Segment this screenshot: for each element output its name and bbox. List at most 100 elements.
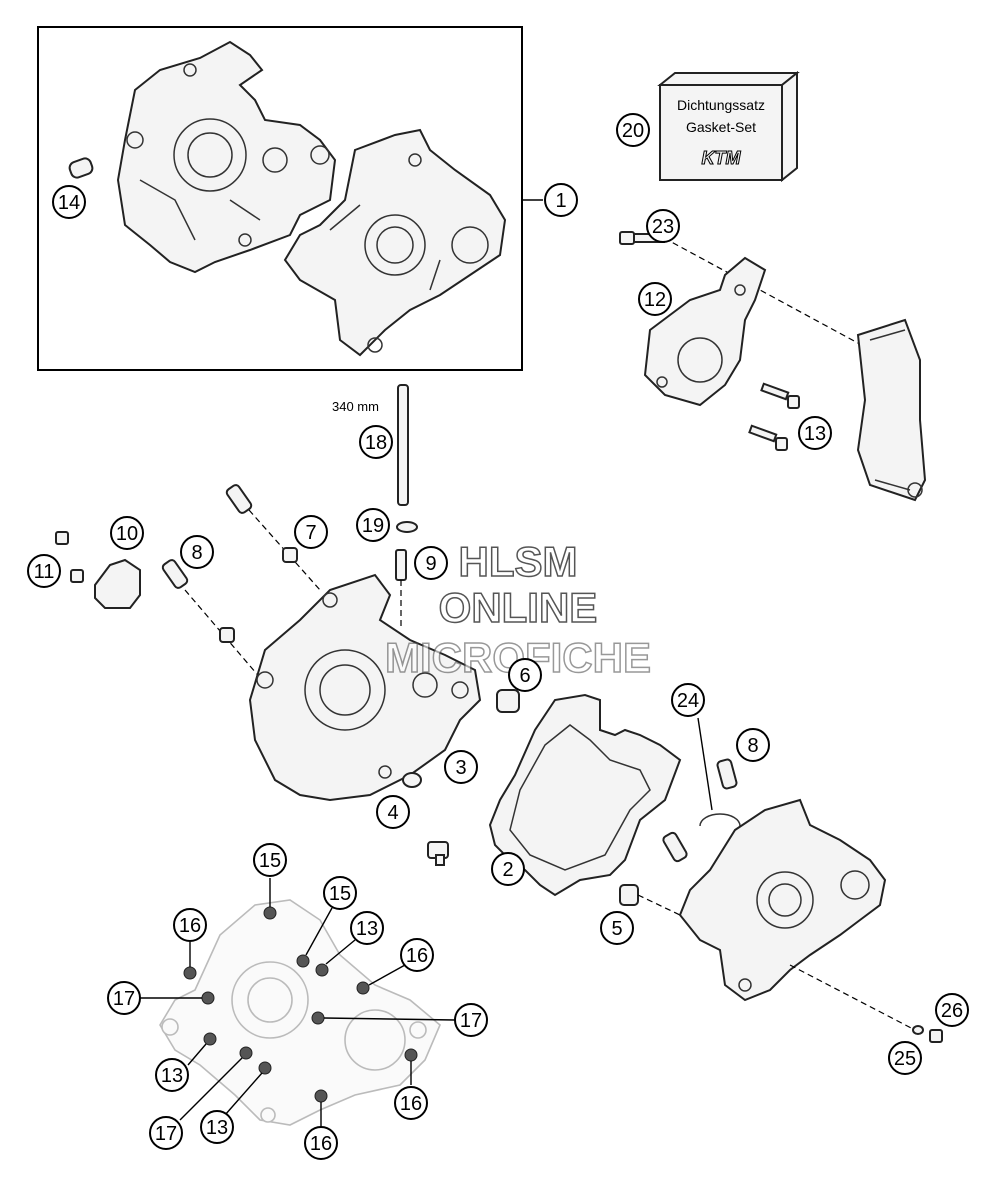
svg-text:8: 8: [191, 542, 202, 564]
plate-10: [94, 558, 141, 609]
svg-text:14: 14: [58, 192, 80, 214]
callout-12: 12: [638, 282, 672, 316]
crankcase-right-half-top: [283, 128, 507, 357]
gasket-box-line2: Gasket-Set: [686, 119, 756, 135]
callout-3: 3: [444, 750, 478, 784]
callout-2: 2: [491, 852, 525, 886]
callout-25: 25: [888, 1041, 922, 1075]
callout-8-left: 8: [180, 535, 214, 569]
svg-text:16: 16: [310, 1133, 332, 1155]
callout-23: 23: [646, 209, 680, 243]
svg-text:4: 4: [387, 802, 398, 824]
svg-text:9: 9: [425, 553, 436, 575]
svg-text:13: 13: [206, 1117, 228, 1139]
svg-text:13: 13: [161, 1065, 183, 1087]
watermark-line1: HLSM: [459, 538, 578, 585]
dowels-left: [161, 484, 321, 681]
svg-text:6: 6: [519, 665, 530, 687]
snap-ring-24: [699, 813, 741, 827]
gasket-2: [488, 693, 682, 897]
callout-17-bottom: 17: [149, 1116, 183, 1150]
bolts-13-right: [748, 382, 800, 451]
crankcase-assembly-frame: [37, 26, 523, 371]
callout-7: 7: [294, 515, 328, 549]
callout-15-left: 15: [253, 843, 287, 877]
svg-text:17: 17: [155, 1123, 177, 1145]
callout-10: 10: [110, 516, 144, 550]
cover-screws: [183, 906, 418, 1103]
bolt-23: [619, 231, 881, 356]
cover-12: [643, 256, 767, 407]
bearing-6: [496, 689, 520, 713]
svg-text:5: 5: [611, 918, 622, 940]
nipple-9: [395, 549, 407, 630]
callout-19: 19: [356, 508, 390, 542]
svg-text:8: 8: [747, 735, 758, 757]
svg-text:24: 24: [677, 690, 699, 712]
plug-4: [427, 841, 449, 866]
svg-text:12: 12: [644, 289, 666, 311]
callouts: 1 2 3 4 5 6 7 8 8 9 10 11 12 13 13 13 13…: [27, 113, 969, 1160]
washer-26-nut-25: [912, 1025, 943, 1043]
ktm-logo: KTM: [702, 148, 742, 168]
rod-18: [396, 384, 418, 533]
svg-text:23: 23: [652, 216, 674, 238]
dowels-right: [619, 758, 738, 916]
callout-6: 6: [508, 658, 542, 692]
svg-text:13: 13: [804, 423, 826, 445]
callout-16-bottom-right: 16: [394, 1086, 428, 1120]
callout-16-top-right: 16: [400, 938, 434, 972]
watermark-line2: ONLINE: [439, 584, 598, 631]
callout-13-left: 13: [155, 1058, 189, 1092]
crankcase-left-half-main: [248, 573, 482, 802]
callout-1: 1: [544, 183, 578, 217]
svg-text:2: 2: [502, 859, 513, 881]
leader-lines: [140, 199, 713, 1127]
callout-16-bottom: 16: [304, 1126, 338, 1160]
dimension-label: 340 mm: [332, 399, 379, 414]
callout-8-right: 8: [736, 728, 770, 762]
callout-11: 11: [27, 554, 61, 588]
callout-9: 9: [414, 546, 448, 580]
svg-text:15: 15: [329, 883, 351, 905]
dowel-sleeve-14: [68, 157, 94, 179]
gasket-box-line1: Dichtungssatz: [677, 97, 765, 113]
frame-guard: [856, 318, 927, 502]
svg-text:16: 16: [179, 915, 201, 937]
callout-17-right: 17: [454, 1003, 488, 1037]
svg-text:26: 26: [941, 1000, 963, 1022]
callout-15-right: 15: [323, 876, 357, 910]
svg-text:17: 17: [113, 988, 135, 1010]
svg-text:13: 13: [356, 918, 378, 940]
svg-text:20: 20: [622, 120, 644, 142]
callout-16-top-left: 16: [173, 908, 207, 942]
callout-17-left: 17: [107, 981, 141, 1015]
washer-3: [402, 772, 422, 788]
callout-24: 24: [671, 683, 705, 717]
svg-text:15: 15: [259, 850, 281, 872]
callout-13-bottom: 13: [200, 1110, 234, 1144]
callout-20: 20: [616, 113, 650, 147]
svg-text:16: 16: [406, 945, 428, 967]
svg-text:7: 7: [305, 522, 316, 544]
svg-text:19: 19: [362, 515, 384, 537]
svg-text:3: 3: [455, 757, 466, 779]
callout-26: 26: [935, 993, 969, 1027]
svg-text:11: 11: [34, 561, 55, 583]
svg-text:25: 25: [894, 1048, 916, 1070]
svg-text:18: 18: [365, 432, 387, 454]
screws-11: [55, 531, 84, 583]
callout-13-right: 13: [798, 416, 832, 450]
callout-18: 18: [359, 425, 393, 459]
ghost-cover: [159, 899, 441, 1126]
svg-text:16: 16: [400, 1093, 422, 1115]
crankcase-right-half-main: [678, 798, 916, 1031]
callout-14: 14: [52, 185, 86, 219]
callout-5: 5: [600, 911, 634, 945]
svg-text:17: 17: [460, 1010, 482, 1032]
callout-13-top: 13: [350, 911, 384, 945]
svg-text:1: 1: [555, 190, 566, 212]
gasket-set-box: Dichtungssatz Gasket-Set KTM: [657, 70, 800, 183]
svg-text:10: 10: [116, 523, 138, 545]
